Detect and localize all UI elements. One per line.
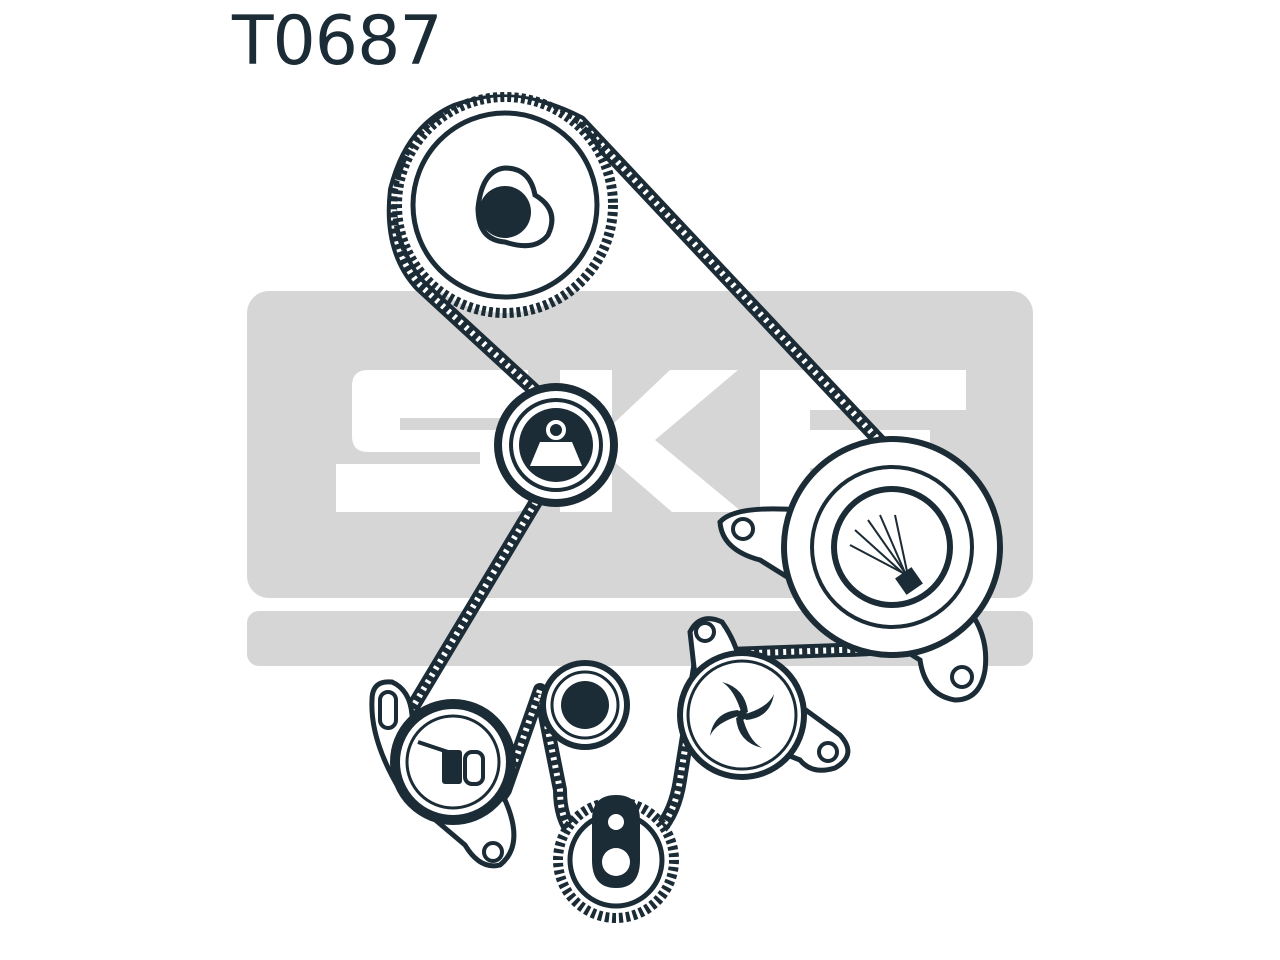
impeller-icon	[710, 682, 774, 748]
injection-pump-pulley	[717, 436, 1003, 703]
fuel-spray-icon	[849, 514, 923, 595]
camshaft-lobe-icon	[475, 165, 555, 249]
camshaft-pulley	[392, 92, 618, 318]
weight-icon	[530, 420, 582, 466]
tensioner-pulley	[369, 679, 517, 869]
idler-pulley-lower	[540, 660, 630, 750]
part-number-title: T0687	[232, 2, 443, 81]
crankshaft-pulley	[553, 795, 679, 923]
idler-pulley-upper	[494, 383, 618, 507]
crankshaft-icon	[592, 795, 640, 888]
logo-letter-s	[336, 370, 528, 512]
water-pump-pulley	[677, 616, 851, 780]
plain-hub-icon	[561, 681, 609, 729]
oil-can-icon	[417, 740, 485, 786]
